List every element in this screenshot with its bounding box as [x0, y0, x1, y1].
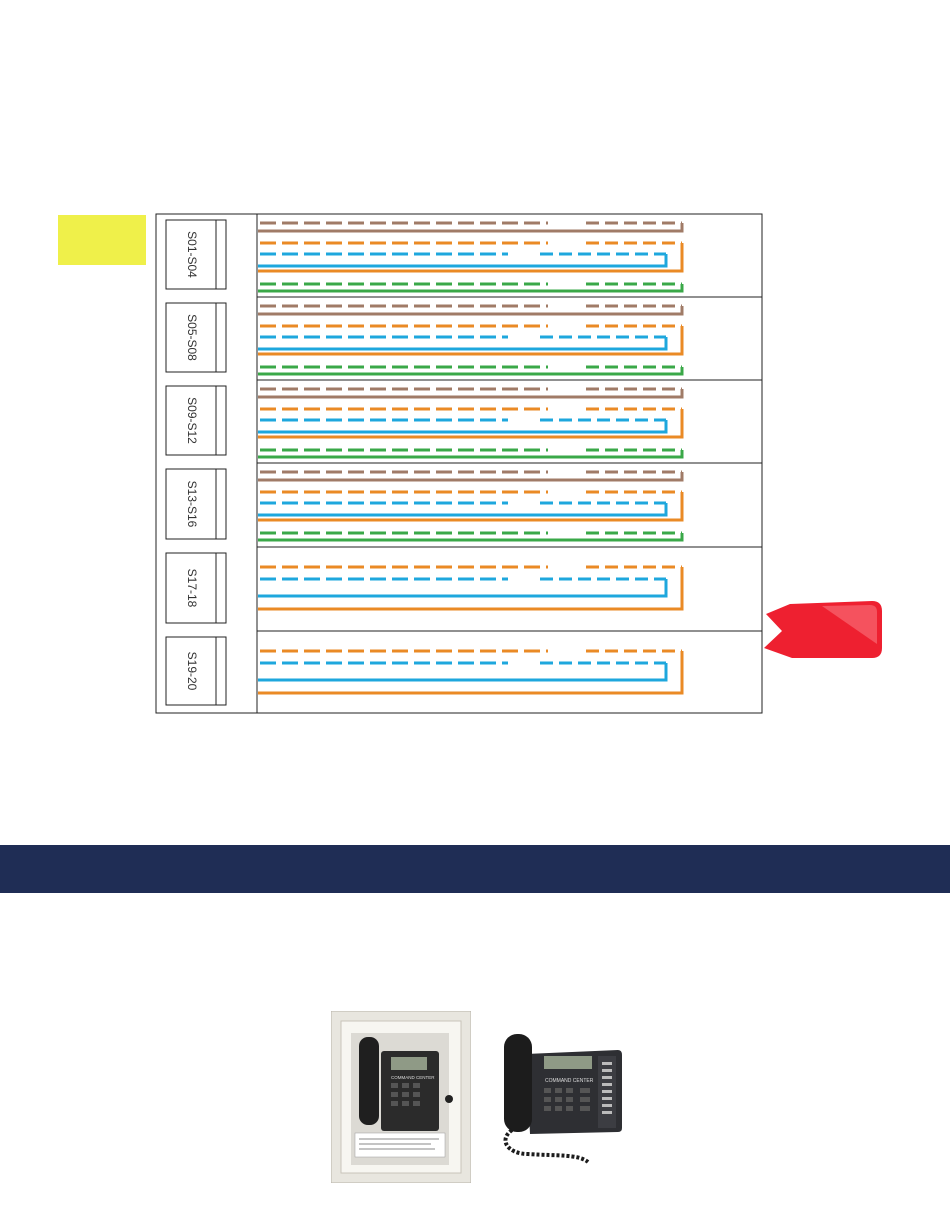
- segment-label: S13-S16: [185, 481, 199, 528]
- pair-blue: [258, 420, 666, 432]
- wall-cabinet-phone-icon: COMMAND CENTER: [331, 1011, 471, 1183]
- pair-blue: [258, 254, 666, 266]
- pair-green: [258, 284, 682, 291]
- desk-phone-brand-text: COMMAND CENTER: [545, 1078, 594, 1084]
- pair-brown: [258, 389, 682, 397]
- pair-orange: [258, 567, 682, 609]
- pair-blue: [258, 579, 666, 596]
- segment-label: S19-20: [185, 652, 199, 691]
- red-flag-callout-icon: [760, 598, 890, 664]
- pair-solid-return: [258, 663, 666, 680]
- pair-orange: [258, 651, 682, 693]
- pair-brown: [258, 306, 682, 314]
- pair-solid-return: [258, 254, 666, 266]
- segment-label: S05-S08: [185, 314, 199, 361]
- segment-label: S01-S04: [185, 231, 199, 278]
- pair-solid-return: [258, 567, 682, 609]
- pair-brown: [258, 223, 682, 231]
- segment-s13-s16: S13-S16: [166, 463, 762, 540]
- cabinet-brand-text: COMMAND CENTER: [391, 1075, 435, 1080]
- segment-s01-s04: S01-S04: [166, 220, 682, 291]
- pair-brown: [258, 472, 682, 480]
- pair-solid-return: [258, 651, 682, 693]
- pair-green: [258, 533, 682, 540]
- pair-blue: [258, 503, 666, 515]
- segment-s05-s08: S05-S08: [166, 297, 762, 374]
- pair-solid-return: [258, 420, 666, 432]
- pair-green: [258, 367, 682, 374]
- desk-phone-icon: COMMAND CENTER: [488, 1030, 628, 1170]
- pair-solid-return: [258, 503, 666, 515]
- pair-solid-return: [258, 337, 666, 349]
- pair-green: [258, 450, 682, 457]
- segment-label: S17-18: [185, 569, 199, 608]
- pair-blue: [258, 663, 666, 680]
- segment-s17-18: S17-18: [166, 547, 762, 623]
- segment-s19-20: S19-20: [166, 631, 762, 705]
- segment-label: S09-S12: [185, 397, 199, 444]
- pair-solid-return: [258, 579, 666, 596]
- pair-blue: [258, 337, 666, 349]
- segment-s09-s12: S09-S12: [166, 380, 762, 457]
- section-divider-band: [0, 845, 950, 893]
